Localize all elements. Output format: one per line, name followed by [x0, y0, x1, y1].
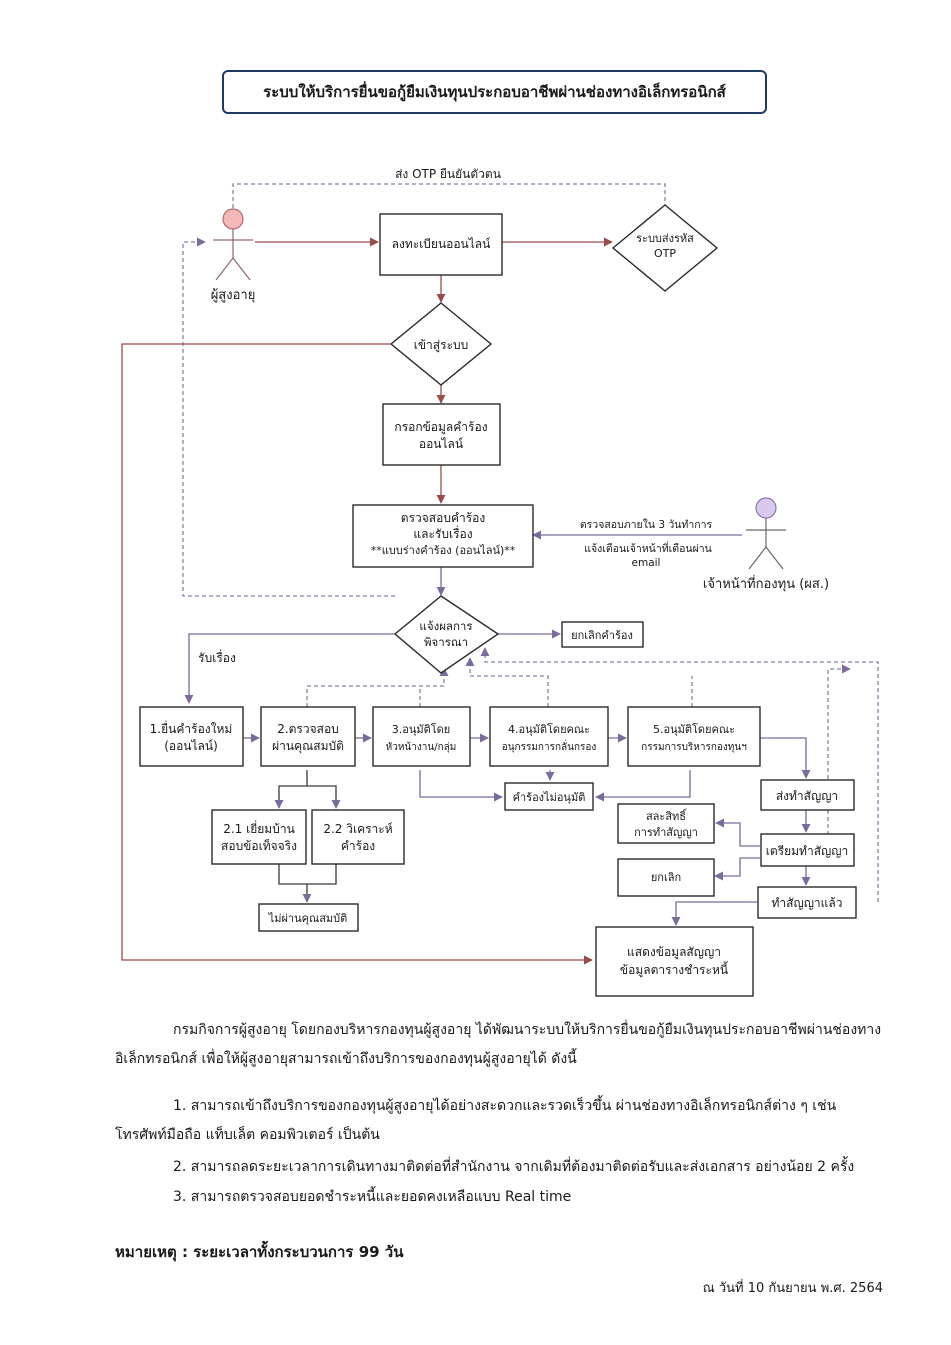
remark-note: หมายเหตุ : ระยะเวลาทั้งกระบวนการ 99 วัน [115, 1243, 404, 1261]
step4-label-2: อนุกรรมการกลั่นกรอง [502, 739, 597, 753]
not-approved-label: คำร้องไม่อนุมัติ [513, 791, 586, 804]
step5-box [627, 706, 761, 767]
not-qualified-label: ไม่ผ่านคุณสมบัติ [268, 912, 348, 925]
fill-label-2: ออนไลน์ [419, 437, 463, 451]
analyze-label-1: 2.2 วิเคราะห์ [323, 822, 392, 836]
cancel-box [617, 858, 715, 897]
actor-elder-label: ผู้สูงอายุ [211, 288, 256, 303]
login-label: เข้าสู่ระบบ [414, 338, 469, 353]
prepare-contract-label: เตรียมทำสัญญา [766, 844, 848, 858]
actor-officer-icon [746, 497, 786, 570]
officer-note-2: แจ้งเตือนเจ้าหน้าที่เตือนผ่าน [584, 541, 712, 555]
arrow-step2-analyze [307, 785, 341, 809]
check-label-2: และรับเรื่อง [413, 525, 472, 541]
step2-label-1: 2.ตรวจสอบ [277, 722, 339, 736]
result-diamond [393, 595, 500, 674]
step2-label-2: ผ่านคุณสมบัติ [272, 739, 344, 754]
return-contract-result [480, 647, 879, 902]
actor-officer-label: เจ้าหน้าที่กองทุน (ผส.) [703, 575, 829, 592]
return-step2-result [306, 667, 449, 707]
step4-label-1: 4.อนุมัติโดยคณะ [508, 722, 590, 736]
officer-note-3: email [632, 557, 661, 569]
fill-label-1: กรอกข้อมูลคำร้อง [394, 420, 487, 435]
arrow-prepare-cancel [714, 857, 760, 881]
prepare-contract-box [760, 833, 855, 867]
actor-elder-icon [213, 208, 253, 281]
arrow-prepare-waive [715, 818, 760, 847]
not-qualified-box [258, 903, 359, 932]
accept-label: รับเรื่อง [198, 649, 236, 665]
otp-dashed-line [232, 183, 666, 208]
page-title: ระบบให้บริการยื่นขอกู้ยืมเงินทุนประกอบอา… [222, 70, 767, 114]
step2-box [260, 706, 356, 767]
waive-label-1: สละสิทธิ์ [646, 808, 688, 823]
arrow-step3-notapproved [419, 770, 503, 802]
show-contract-label-2: ข้อมูลตารางชำระหนี้ [620, 961, 729, 978]
step3-label-2: หัวหน้างาน/กลุ่ม [386, 741, 457, 753]
otp-label: ส่ง OTP ยืนยันตัวตน [395, 167, 501, 181]
show-contract-box [595, 926, 754, 997]
waive-box [617, 803, 715, 844]
check-label-3: **แบบร่างคำร้อง (ออนไลน์)** [371, 544, 516, 557]
visit-box [211, 809, 307, 865]
arrow-step5-send [760, 737, 811, 779]
otp-system-label-1: ระบบส่งรหัส [636, 232, 694, 245]
step1-box [139, 706, 244, 767]
send-contract-label: ส่งทำสัญญา [776, 789, 838, 803]
otp-system-label-2: OTP [654, 247, 676, 260]
benefit-item-1: 1. สามารถเข้าถึงบริการของกองทุนผู้สูงอาย… [115, 1098, 837, 1143]
step3-box [372, 706, 471, 767]
send-contract-box [760, 779, 855, 811]
return-step4-result [465, 657, 549, 707]
step5-label-1: 5.อนุมัติโดยคณะ [653, 722, 735, 736]
arrow-result-step1 [184, 633, 395, 704]
register-label: ลงทะเบียนออนไลน์ [392, 237, 491, 251]
cancel-request-box [561, 621, 644, 648]
contract-done-label: ทำสัญญาแล้ว [772, 896, 843, 910]
date-stamp: ณ วันที่ 10 กันยายน พ.ศ. 2564 [702, 1281, 883, 1296]
cancel-request-label: ยกเลิกคำร้อง [571, 629, 633, 642]
analyze-box [311, 809, 405, 865]
show-contract-label-1: แสดงข้อมูลสัญญา [627, 945, 721, 960]
arrow-login-show [121, 343, 593, 965]
result-label-1: แจ้งผลการ [419, 619, 472, 633]
benefit-item-2: 2. สามารถลดระยะเวลาการเดินทางมาติดต่อที่… [173, 1159, 855, 1175]
benefit-item-3: 3. สามารถตรวจสอบยอดชำระหนี้และยอดคงเหลือ… [173, 1189, 572, 1205]
register-box [379, 213, 503, 276]
step3-label-1: 3.อนุมัติโดย [392, 722, 451, 736]
step4-box [489, 706, 609, 767]
step1-label-1: 1.ยื่นคำร้องใหม่ [150, 720, 233, 736]
arrow-done-show [671, 901, 757, 926]
contract-done-box [757, 886, 857, 919]
fill-request-box [382, 403, 501, 466]
login-diamond [389, 302, 493, 386]
arrow-step2-split [274, 770, 308, 809]
arrow-step5-notapproved [595, 770, 691, 802]
visit-label-1: 2.1 เยี่ยมบ้าน [223, 820, 295, 836]
otp-system-diamond [611, 204, 719, 292]
arrow-to-not-qualified [278, 864, 337, 902]
visit-label-2: สอบข้อเท็จจริง [221, 838, 297, 853]
check-label-1: ตรวจสอบคำร้อง [401, 511, 485, 525]
return-prepare-result [827, 664, 855, 851]
officer-note-1: ตรวจสอบภายใน 3 วันทำการ [580, 518, 713, 531]
intro-paragraph: กรมกิจการผู้สูงอายุ โดยกองบริหารกองทุนผู… [115, 1022, 882, 1067]
cancel-label: ยกเลิก [651, 871, 681, 884]
analyze-label-2: คำร้อง [341, 839, 375, 853]
arrow-result-elder [182, 237, 395, 597]
not-approved-box [504, 782, 594, 811]
result-label-2: พิจารณา [424, 635, 468, 649]
step1-label-2: (ออนไลน์) [164, 739, 218, 753]
step5-label-2: กรรมการบริหารกองทุนฯ [641, 742, 747, 753]
check-request-box [352, 504, 534, 568]
waive-label-2: การทำสัญญา [634, 826, 698, 839]
